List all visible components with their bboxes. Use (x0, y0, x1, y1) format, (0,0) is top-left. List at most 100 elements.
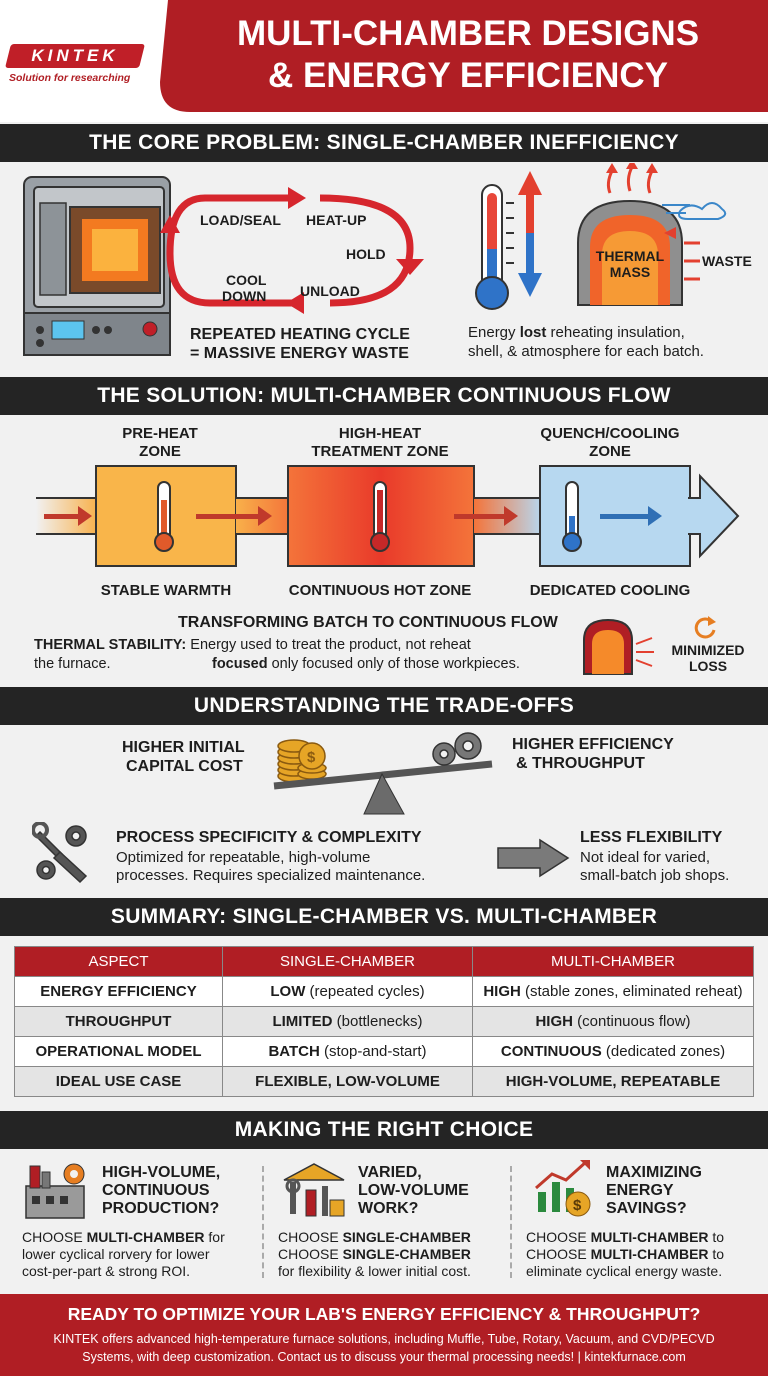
choice1-title-1: HIGH-VOLUME, (102, 1164, 221, 1181)
table-cell-multi: HIGH-VOLUME, REPEATABLE (472, 1066, 754, 1097)
table-header-single: SINGLE-CHAMBER (222, 946, 473, 977)
section-right-choice-title: MAKING THE RIGHT CHOICE (0, 1111, 768, 1149)
thermal-stability-text-2: the furnace. focused only focused only o… (34, 656, 520, 672)
process-specificity-title: PROCESS SPECIFICITY & COMPLEXITY (116, 829, 422, 846)
choice3-title-2: ENERGY (606, 1182, 674, 1199)
thermal-mass-icon (577, 163, 727, 306)
efficiency-label-1: HIGHER EFFICIENCY (512, 736, 674, 753)
logo-text: KINTEK (31, 46, 119, 65)
efficiency-label-2: & THROUGHPUT (516, 755, 645, 772)
loss-label: LOSS (688, 658, 728, 674)
energy-lost-text-2: shell, & atmosphere for each batch. (468, 343, 704, 360)
continuous-flow-diagram (36, 465, 740, 567)
recycle-icon (694, 616, 716, 639)
choice2-title-1: VARIED, (358, 1164, 422, 1181)
table-header-multi: MULTI-CHAMBER (472, 946, 754, 977)
cycle-caption-2: = MASSIVE ENERGY WASTE (190, 345, 409, 362)
thermometer-hot-icon (370, 481, 390, 552)
section-solution-title: THE SOLUTION: MULTI-CHAMBER CONTINUOUS F… (0, 377, 768, 415)
table-cell-single: LOW (repeated cycles) (222, 976, 473, 1007)
capital-cost-label-1: HIGHER INITIAL (122, 739, 245, 756)
table-cell-aspect: OPERATIONAL MODEL (14, 1036, 223, 1067)
thermometer-icon (475, 184, 514, 310)
cycle-cool: COOL (226, 272, 267, 288)
up-down-arrow-icon (518, 171, 542, 297)
transform-heading: TRANSFORMING BATCH TO CONTINUOUS FLOW (178, 614, 558, 631)
section-tradeoffs-title: UNDERSTANDING THE TRADE-OFFS (0, 687, 768, 725)
choice1-text-2: lower cyclical rorvery for lower (22, 1246, 210, 1262)
table-cell-single: LIMITED (bottlenecks) (222, 1006, 473, 1037)
choice1-title-3: PRODUCTION? (102, 1200, 220, 1217)
zone-highheat-title-2: TREATMENT ZONE (311, 443, 449, 460)
cycle-down: DOWN (222, 288, 267, 304)
table-cell-aspect: ENERGY EFFICIENCY (14, 976, 223, 1007)
zone-quench-title-2: ZONE (589, 443, 631, 460)
choice1-text-1: CHOOSE MULTI-CHAMBER for (22, 1229, 225, 1245)
energy-lost-text: Energy lost reheating insulation, (468, 324, 685, 341)
thermometer-warm-icon (154, 481, 174, 552)
section-summary-title: SUMMARY: SINGLE-CHAMBER VS. MULTI-CHAMBE… (0, 898, 768, 936)
less-flexibility-text-1: Not ideal for varied, (580, 849, 711, 866)
zone-preheat-caption: STABLE WARMTH (100, 582, 232, 599)
choice2-text-1: CHOOSE SINGLE-CHAMBER (278, 1229, 471, 1245)
choice3-text-3: eliminate cyclical energy waste. (526, 1263, 723, 1279)
choice1-title-2: CONTINUOUS (102, 1182, 210, 1199)
choice-divider-1 (262, 1166, 264, 1278)
thermal-stability-text: THERMAL STABILITY: Energy used to treat … (34, 637, 471, 653)
cycle-heat-up: HEAT-UP (306, 212, 367, 228)
table-cell-single: BATCH (stop-and-start) (222, 1036, 473, 1067)
zone-preheat-title-1: PRE-HEAT (122, 425, 198, 442)
svg-text:$: $ (573, 1197, 582, 1214)
table-cell-multi: HIGH (stable zones, eliminated reheat) (472, 976, 754, 1007)
zone-quench-caption: DEDICATED COOLING (529, 582, 691, 599)
heating-cycle-arrow (160, 187, 424, 314)
table-cell-multi: CONTINUOUS (dedicated zones) (472, 1036, 754, 1067)
summary-table: ASPECT SINGLE-CHAMBER MULTI-CHAMBER ENER… (14, 946, 754, 1097)
process-specificity-text-1: Optimized for repeatable, high-volume (116, 849, 371, 866)
wrench-gears-icon (32, 822, 88, 884)
choice2-text-3: for flexibility & lower initial cost. (278, 1263, 471, 1279)
footer-text-1: KINTEK offers advanced high-temperature … (53, 1332, 715, 1346)
zone-quench-title-1: QUENCH/COOLING (540, 425, 680, 442)
process-specificity-text-2: processes. Requires specialized maintena… (116, 867, 426, 884)
furnace-icon (23, 176, 171, 356)
table-cell-multi: HIGH (continuous flow) (472, 1006, 754, 1037)
less-flexibility-text-2: small-batch job shops. (580, 867, 730, 884)
energy-savings-chart-icon: $ (535, 1160, 591, 1217)
gears-icon (432, 732, 482, 766)
choice3-title-3: SAVINGS? (606, 1200, 687, 1217)
logo-tagline: Solution for researching (9, 72, 131, 84)
header: KINTEK Solution for researching MULTI-CH… (0, 0, 768, 122)
choice3-title-1: MAXIMIZING (606, 1164, 702, 1181)
thermometer-cool-icon (562, 481, 582, 552)
capital-cost-label-2: CAPITAL COST (126, 758, 243, 775)
coins-icon (277, 739, 327, 783)
footer-title: READY TO OPTIMIZE YOUR LAB'S ENERGY EFFI… (67, 1304, 701, 1324)
choice2-title-2: LOW-VOLUME (358, 1182, 469, 1199)
table-cell-single: FLEXIBLE, LOW-VOLUME (222, 1066, 473, 1097)
choice1-text-3: cost-per-part & strong ROI. (22, 1263, 191, 1279)
zone-highheat-title-1: HIGH-HEAT (338, 425, 422, 442)
minimized-label: MINIMIZED (671, 642, 745, 658)
choice2-title-3: WORK? (358, 1200, 419, 1217)
cycle-caption-1: REPEATED HEATING CYCLE (190, 326, 410, 343)
page-title-line1: MULTI-CHAMBER DESIGNS (236, 14, 700, 53)
core-problem-graphic (23, 163, 727, 356)
cycle-load-seal: LOAD/SEAL (200, 212, 281, 228)
cycle-hold: HOLD (346, 246, 386, 262)
choice2-text-2: CHOOSE SINGLE-CHAMBER (278, 1246, 471, 1262)
thermal-mass-label-1: THERMAL (595, 248, 665, 264)
table-cell-aspect: IDEAL USE CASE (14, 1066, 223, 1097)
cycle-unload: UNLOAD (300, 283, 360, 299)
factory-icon (25, 1163, 85, 1219)
thermal-mass-label-2: MASS (609, 264, 651, 280)
tools-icon (283, 1163, 345, 1217)
svg-text:$: $ (307, 749, 316, 766)
zone-preheat-title-2: ZONE (139, 443, 181, 460)
minimized-loss-icon (583, 618, 654, 675)
section-core-problem-title: THE CORE PROBLEM: SINGLE-CHAMBER INEFFIC… (0, 124, 768, 162)
table-header-aspect: ASPECT (14, 946, 223, 977)
